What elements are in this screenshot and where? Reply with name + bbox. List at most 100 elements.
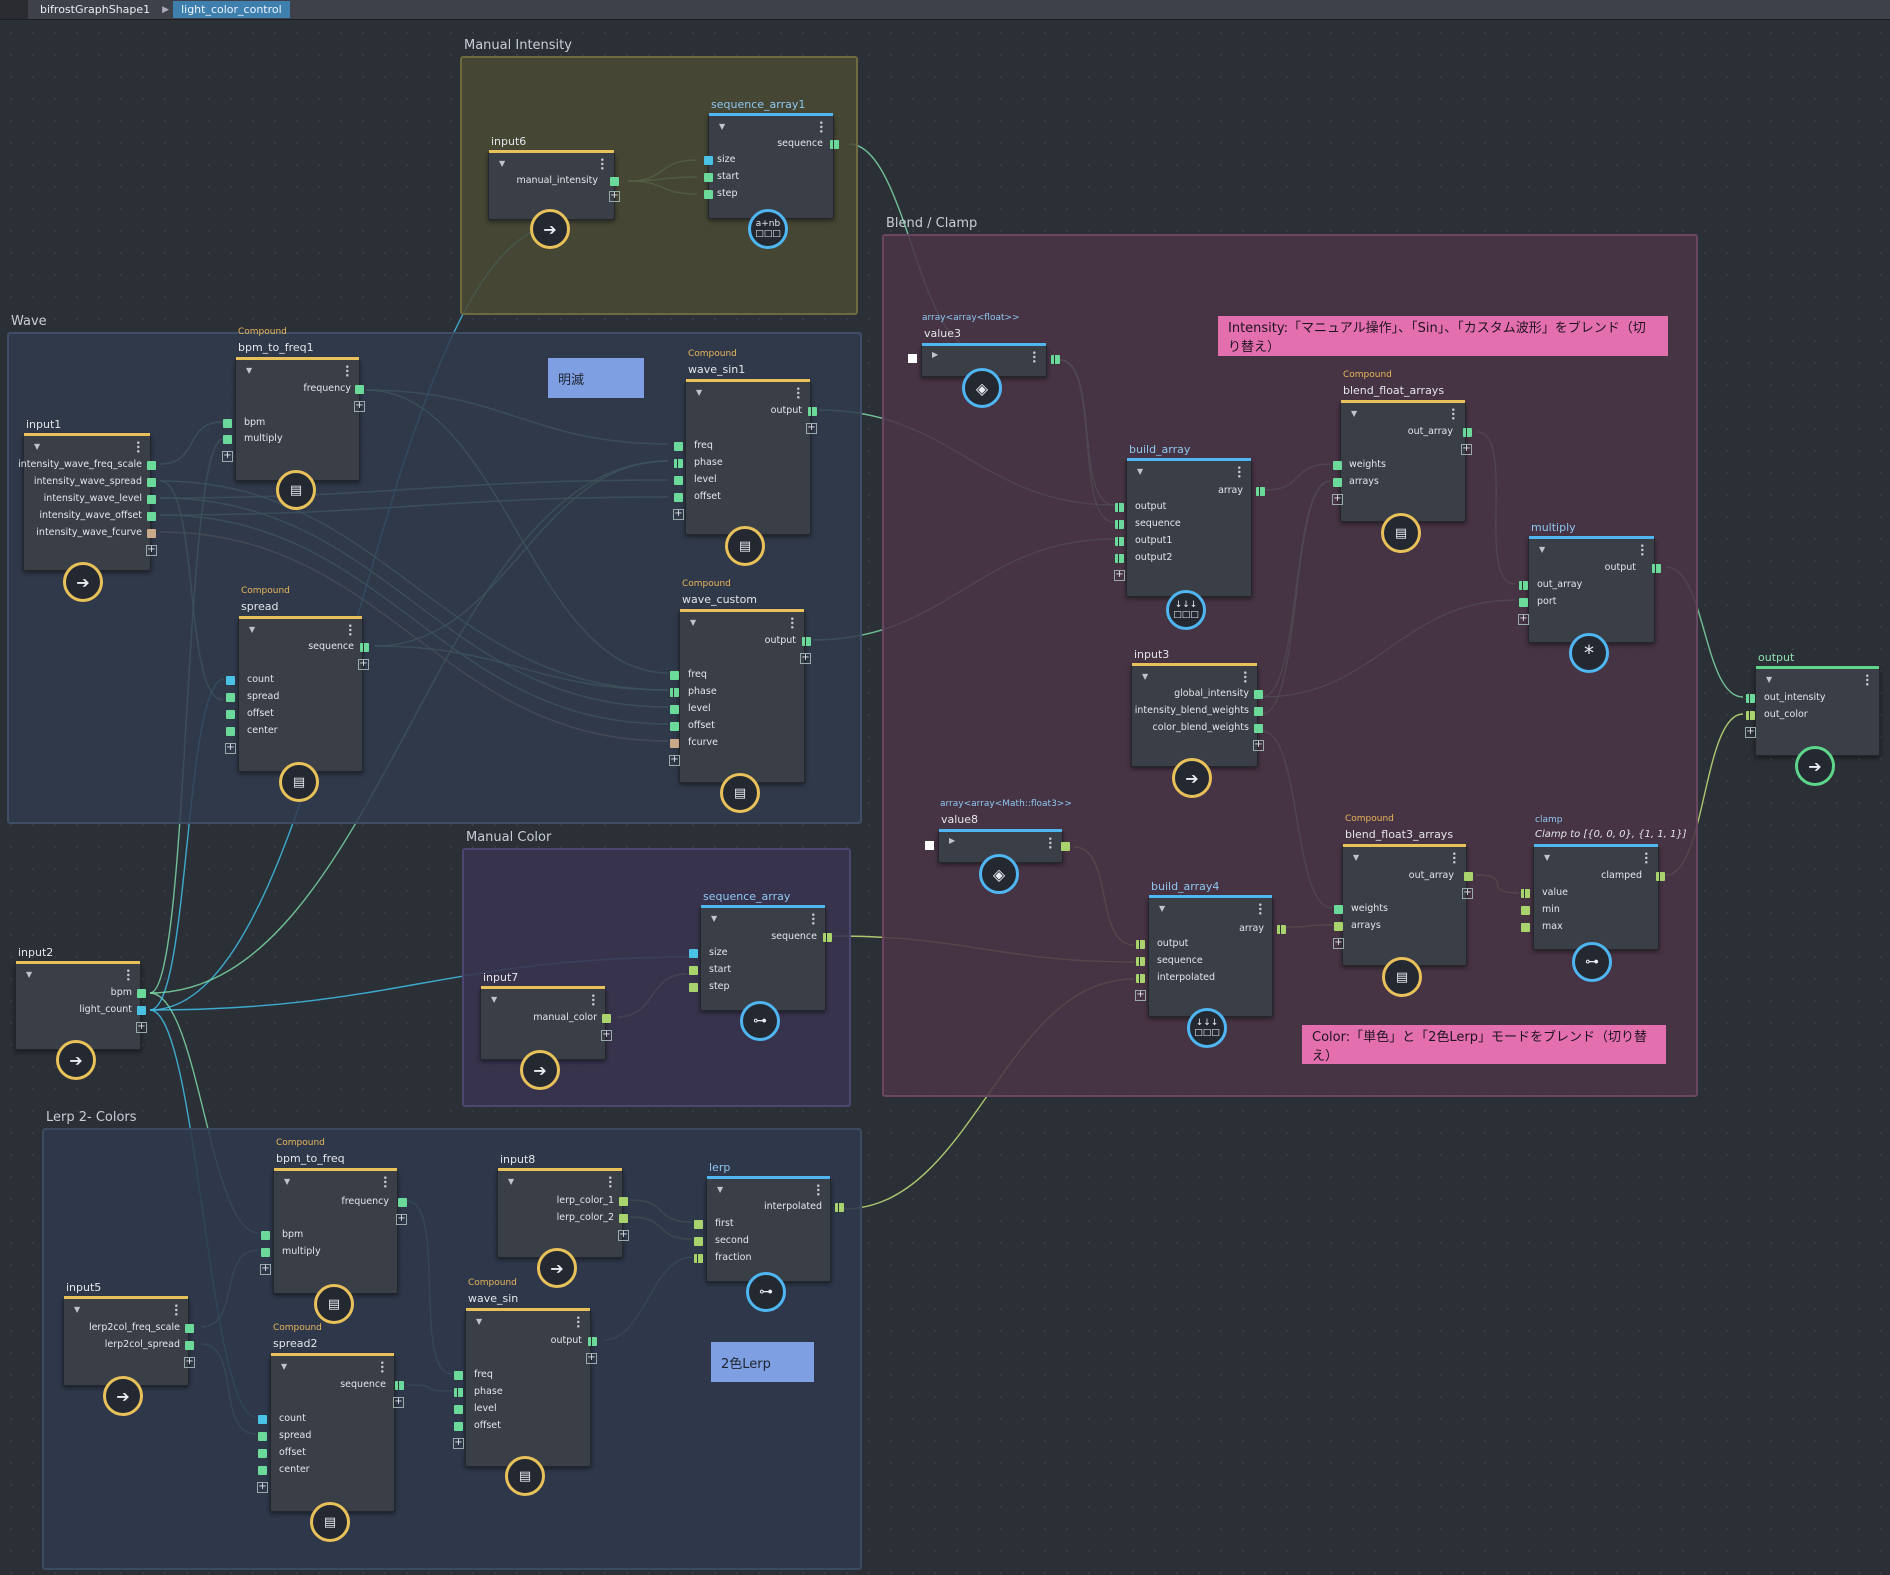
collapse-triangle-icon[interactable]: ▼ [1766,675,1773,684]
input-pin[interactable] [1519,598,1528,607]
collapse-triangle-icon[interactable]: ▼ [1137,467,1144,476]
collapse-triangle-icon[interactable]: ▼ [696,388,703,397]
add-port-icon[interactable]: + [1333,937,1344,949]
node-menu-icon[interactable]: ••• [379,1175,389,1188]
add-port-icon[interactable]: + [354,400,365,412]
input-pin[interactable] [1136,957,1145,966]
output-pin[interactable] [1051,355,1060,364]
node-input2[interactable]: input2 ▼ ••• bpm light_count + [15,946,147,1050]
output-pin[interactable] [147,529,156,538]
add-port-icon[interactable]: + [184,1356,195,1368]
output-pin[interactable] [137,989,146,998]
node-menu-icon[interactable]: ••• [1448,851,1458,864]
input-pin[interactable] [694,1254,703,1263]
collapse-triangle-icon[interactable]: ▼ [1351,409,1358,418]
add-port-icon[interactable]: + [1462,887,1473,899]
collapse-triangle-icon[interactable]: ▼ [249,625,256,634]
input-pin[interactable] [1115,503,1124,512]
node-blend-float-arrays[interactable]: Compound blend_float_arrays ▼ ••• out_ar… [1332,370,1472,522]
node-menu-icon[interactable]: ••• [1254,902,1264,915]
node-input5[interactable]: input5 ▼ ••• lerp2col_freq_scale lerp2co… [63,1281,195,1386]
add-port-icon[interactable]: + [1253,739,1264,751]
expand-triangle-icon[interactable]: ▶ [932,350,939,359]
backdrop-blend-clamp[interactable]: Blend / Clamp [882,216,1698,1097]
input-pin[interactable] [694,1220,703,1229]
collapse-triangle-icon[interactable]: ▼ [284,1177,291,1186]
output-pin[interactable] [619,1197,628,1206]
node-menu-icon[interactable]: ••• [122,968,132,981]
input-pin[interactable] [670,705,679,714]
input-pin[interactable] [704,156,713,165]
expand-triangle-icon[interactable]: ▶ [949,836,956,845]
add-port-icon[interactable]: + [225,742,236,754]
sticky-note-color[interactable]: Color:「単色」と「2色Lerp」モードをブレンド（切り替え） [1302,1025,1666,1064]
collapse-triangle-icon[interactable]: ▼ [508,1177,515,1186]
input-pin[interactable] [670,739,679,748]
node-build-array4[interactable]: build_array4 ▼ ••• array output sequence… [1135,880,1286,1017]
node-menu-icon[interactable]: ••• [792,386,802,399]
output-pin[interactable] [610,177,619,186]
node-menu-icon[interactable]: ••• [596,157,606,170]
input-pin[interactable] [454,1405,463,1414]
add-port-icon[interactable]: + [673,508,684,520]
output-pin[interactable] [830,140,839,149]
node-spread2[interactable]: Compound spread2 ▼ ••• sequence + count … [257,1323,404,1512]
output-pin[interactable] [395,1381,404,1390]
node-menu-icon[interactable]: ••• [812,1183,822,1196]
input-pin[interactable] [689,949,698,958]
output-pin[interactable] [185,1324,194,1333]
node-menu-icon[interactable]: ••• [132,440,142,453]
collapse-triangle-icon[interactable]: ▼ [1353,853,1360,862]
add-port-icon[interactable]: + [586,1352,597,1364]
input-pin[interactable] [674,442,683,451]
output-pin[interactable] [1061,842,1070,851]
input-pin[interactable] [704,190,713,199]
input-pin[interactable] [226,693,235,702]
collapse-triangle-icon[interactable]: ▼ [1544,853,1551,862]
input-pin[interactable] [670,722,679,731]
node-menu-icon[interactable]: ••• [1239,670,1249,683]
input-pin[interactable] [1136,940,1145,949]
node-input1[interactable]: input1 ▼ ••• intensity_wave_freq_scale i… [18,418,157,571]
output-pin[interactable] [147,478,156,487]
input-pin[interactable] [1115,554,1124,563]
sticky-note-blink[interactable]: 明滅 [548,358,644,398]
collapse-triangle-icon[interactable]: ▼ [26,970,33,979]
add-port-icon[interactable]: + [1518,613,1529,625]
add-port-icon[interactable]: + [806,422,817,434]
input-pin[interactable] [1334,922,1343,931]
collapse-triangle-icon[interactable]: ▼ [1539,545,1546,554]
output-pin[interactable] [823,933,832,942]
output-pin[interactable] [808,407,817,416]
output-pin[interactable] [1656,872,1665,881]
input-pin[interactable] [258,1415,267,1424]
output-pin[interactable] [802,637,811,646]
node-menu-icon[interactable]: ••• [1028,350,1038,363]
output-pin[interactable] [1256,487,1265,496]
add-port-icon[interactable]: + [618,1229,629,1241]
node-wave-sin[interactable]: Compound wave_sin ▼ ••• output + freq ph… [453,1278,597,1467]
add-port-icon[interactable]: + [1461,443,1472,455]
input-pin[interactable] [689,966,698,975]
input-pin[interactable] [674,459,683,468]
input-pin[interactable] [670,688,679,697]
input-pin[interactable] [1333,461,1342,470]
input-pin[interactable] [925,841,934,850]
collapse-triangle-icon[interactable]: ▼ [719,122,726,131]
node-menu-icon[interactable]: ••• [1636,543,1646,556]
input-pin[interactable] [1136,974,1145,983]
collapse-triangle-icon[interactable]: ▼ [491,995,498,1004]
add-port-icon[interactable]: + [136,1021,147,1033]
output-pin[interactable] [1277,925,1286,934]
output-pin[interactable] [835,1203,844,1212]
node-input7[interactable]: input7 ▼ ••• manual_color + [480,971,612,1060]
input-pin[interactable] [674,493,683,502]
collapse-triangle-icon[interactable]: ▼ [499,159,506,168]
output-pin[interactable] [360,643,369,652]
node-build-array[interactable]: build_array ▼ ••• array output sequence … [1114,443,1265,597]
input-pin[interactable] [258,1432,267,1441]
input-pin[interactable] [261,1231,270,1240]
collapse-triangle-icon[interactable]: ▼ [717,1185,724,1194]
node-input3[interactable]: input3 ▼ ••• global_intensity intensity_… [1131,648,1264,767]
collapse-triangle-icon[interactable]: ▼ [74,1305,81,1314]
